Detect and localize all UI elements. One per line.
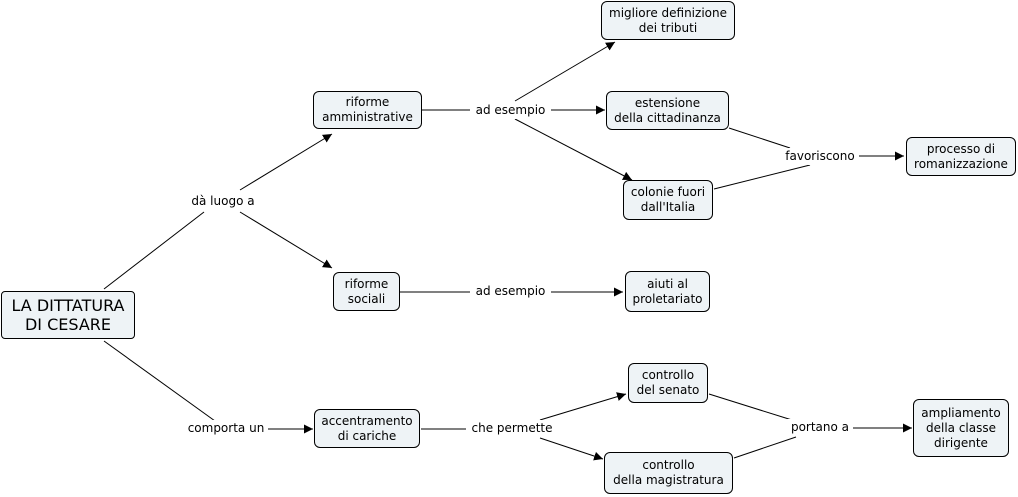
link-label-ad-esempio-amministrative: ad esempio <box>470 102 551 119</box>
link-root-comportaun <box>103 340 216 422</box>
concept-colonie-fuori-dall-italia[interactable]: colonie fuori dall'Italia <box>623 180 713 220</box>
link-magistratura-portanoa <box>733 436 797 459</box>
concept-aiuti-al-proletariato[interactable]: aiuti al proletariato <box>625 271 710 312</box>
concept-ampliamento-della-classe-dirigente[interactable]: ampliamento della classe dirigente <box>913 399 1009 457</box>
concept-controllo-della-magistratura[interactable]: controllo della magistratura <box>604 452 733 494</box>
concept-migliore-definizione-dei-tributi[interactable]: migliore definizione dei tributi <box>601 1 735 40</box>
link-label-che-permette: che permette <box>466 420 558 437</box>
link-colonie-favoriscono <box>713 164 811 190</box>
concept-la-dittatura-di-cesare[interactable]: LA DITTATURA DI CESARE <box>1 291 135 339</box>
concept-estensione-della-cittadinanza[interactable]: estensione della cittadinanza <box>606 91 729 130</box>
link-label-da-luogo-a: dà luogo a <box>186 193 260 210</box>
link-adesempio-migliore <box>514 41 616 102</box>
concept-riforme-sociali[interactable]: riforme sociali <box>333 272 400 311</box>
link-daluogoa-amministrative <box>239 133 333 191</box>
concept-accentramento-di-cariche[interactable]: accentramento di cariche <box>314 409 420 448</box>
link-root-daluogoa <box>103 211 205 290</box>
link-adesempio-colonie <box>514 118 633 181</box>
link-senato-portanoa <box>708 393 793 421</box>
link-chepermette-senato <box>539 392 627 421</box>
link-daluogoa-sociali <box>239 211 333 269</box>
link-label-portano-a: portano a <box>787 419 853 436</box>
link-label-comporta-un: comporta un <box>184 420 268 437</box>
link-estensione-favoriscono <box>728 127 791 149</box>
concept-processo-di-romanizzazione[interactable]: processo di romanizzazione <box>906 137 1016 176</box>
link-label-ad-esempio-sociali: ad esempio <box>470 283 551 300</box>
link-chepermette-magistratura <box>539 437 604 461</box>
link-label-favoriscono: favoriscono <box>781 148 859 165</box>
concept-controllo-del-senato[interactable]: controllo del senato <box>628 363 708 403</box>
concept-riforme-amministrative[interactable]: riforme amministrative <box>313 91 422 129</box>
